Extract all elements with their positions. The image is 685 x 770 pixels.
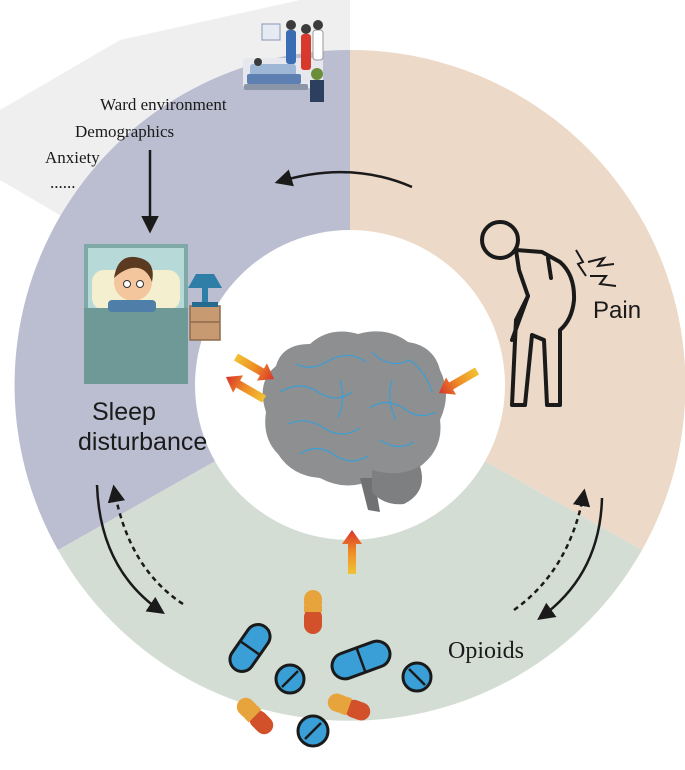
factor-anxiety: Anxiety [45,148,100,167]
opioids-label: Opioids [448,638,524,664]
sleep-label-line2: disturbance [78,428,207,456]
brain-icon [262,331,446,512]
factor-demographics: Demographics [75,122,174,141]
pills-group [228,590,433,748]
pill-icon [296,714,330,748]
pain-to-opioid-arrow [537,497,604,621]
ward-scene-icon [243,20,324,102]
factor-etc: ...... [50,173,76,192]
bed-person-icon [84,244,222,384]
gradient-arrow-brain-to-sleep [225,375,267,403]
factor-ward: Ward environment [100,95,227,114]
sleep-label-line1: Sleep [92,398,156,426]
gradient-arrow-opioid-to-brain [342,530,362,574]
opioid-to-sleep-arrow [107,484,184,606]
capsule-icon [236,697,274,735]
pain-figure-icon [480,220,577,407]
capsule-icon [228,623,272,673]
pain-spark-icon [575,249,617,287]
pain-label: Pain [593,297,641,324]
sleep-to-opioid-arrow [95,484,165,614]
pill-icon [274,663,306,695]
gradient-arrow-sleep-to-brain [233,353,275,381]
gradient-arrow-pain-to-brain [438,367,480,395]
capsule-icon [330,639,392,681]
pill-icon [401,661,433,693]
capsule-icon [304,590,322,634]
capsule-icon [327,693,371,721]
pain-to-sleep-arrow [274,169,413,189]
opioid-to-pain-arrow [513,488,591,612]
